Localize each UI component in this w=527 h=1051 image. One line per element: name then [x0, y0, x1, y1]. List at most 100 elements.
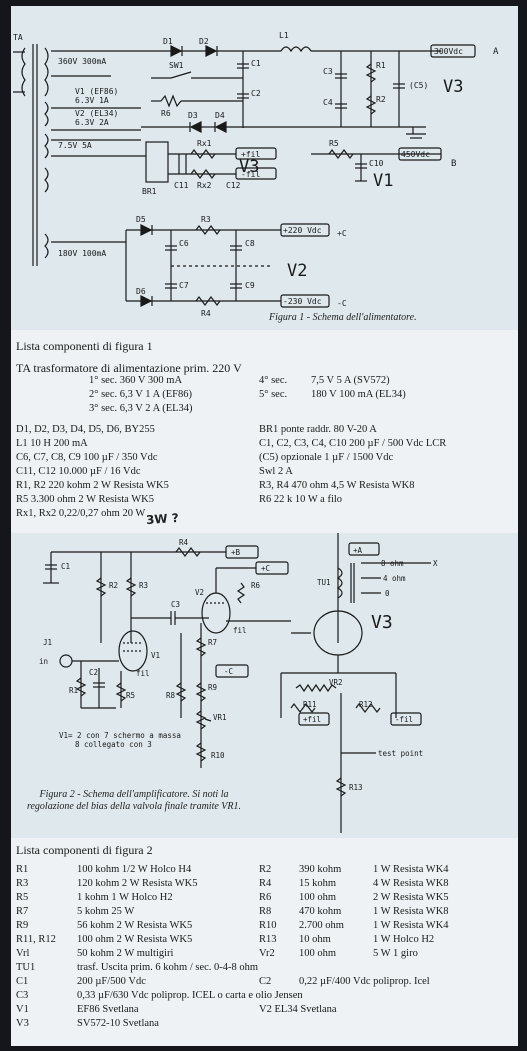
list-2-desc: 5 W 1 giro: [373, 948, 418, 959]
power-supply-schematic: TA L1 D1 D2 SW1 C1 C2 R6 D3 D4 C3 C4 R1 …: [13, 31, 499, 318]
figure-1-caption: Figura 1 - Schema dell'alimentatore.: [269, 312, 417, 323]
label-ta: TA: [13, 33, 23, 42]
label-r1: R1: [376, 61, 386, 70]
list-2-desc: SV572-10 Svetlana: [77, 1018, 159, 1029]
list-2-code: R7: [16, 906, 29, 917]
label-note1: V1= 2 con 7 schermo a massa: [59, 731, 181, 740]
list-1-title: Lista componenti di figura 1: [16, 339, 153, 353]
list-1-sec-c: 180 V 100 mA (EL34): [311, 389, 406, 400]
input-jack-j1: [59, 654, 73, 668]
label-c10: C10: [369, 159, 384, 168]
label-d4: D4: [215, 111, 225, 120]
resistor-r7: [195, 637, 207, 657]
list-2-code: R4: [259, 878, 272, 889]
list-2-code: R3: [16, 878, 29, 889]
list-1-row-left: L1 10 H 200 mA: [16, 438, 88, 449]
list-2-desc: V2 EL34 Svetlana: [259, 1004, 337, 1015]
label-vr1: VR1: [213, 713, 227, 722]
resistor-r1: [365, 63, 377, 83]
label-r3: R3: [201, 215, 211, 224]
figure-2-panel: R4 +B C1 R2 R3 C3 V2 R6 +C fil J1 in V1 …: [11, 533, 518, 838]
list-2-value: 2.700 ohm: [299, 920, 344, 931]
list-1-sec-a: 1° sec. 360 V 300 mA: [89, 375, 183, 386]
list-1-row-right: BR1 ponte raddr. 80 V-20 A: [259, 424, 377, 435]
list-1-row-right: R3, R4 470 ohm 4,5 W Resista WK8: [259, 480, 415, 491]
list-2-desc: 50 kohm 2 W multigiri: [77, 948, 174, 959]
label-c3: C3: [323, 67, 333, 76]
label-test: test point: [378, 749, 423, 758]
label-c12: C12: [226, 181, 241, 190]
list-2-value: 470 kohm: [299, 906, 342, 917]
resistor-rx2: [190, 169, 216, 179]
list-2-desc: 200 µF/500 Vdc: [77, 976, 146, 987]
resistor-r9: [195, 682, 207, 702]
list-2-code: R6: [259, 892, 272, 903]
label-mc: -C: [337, 299, 347, 308]
list-2-desc: 0,22 µF/400 Vdc poliprop. Icel: [299, 976, 430, 987]
list-2-desc: 1 W Resista WK8: [373, 906, 449, 917]
label-v3: V3: [443, 77, 463, 97]
list-1-sec-c: 7,5 V 5 A (SV572): [311, 375, 390, 386]
list-1-ta-line: TA trasformatore di alimentazione prim. …: [16, 361, 242, 375]
list-2-code: R5: [16, 892, 29, 903]
list-2-desc: 1 W Resista WK4: [373, 920, 449, 931]
label-c2: C2: [89, 668, 98, 677]
label-c3: C3: [171, 600, 180, 609]
potentiometer-vr2: [295, 683, 337, 693]
label-c7: C7: [179, 281, 189, 290]
label-fil-v2: fil: [233, 626, 247, 635]
label-sec3b: 6.3V 2A: [75, 118, 109, 127]
label-c1: C1: [251, 59, 261, 68]
label-r10: R10: [211, 751, 225, 760]
label-r6: R6: [251, 581, 261, 590]
list-2-desc: 4 W Resista WK8: [373, 878, 449, 889]
label-rx2: Rx2: [197, 181, 212, 190]
label-fil1: +fil: [241, 150, 260, 159]
list-1-row-right: C1, C2, C3, C4, C10 200 µF / 500 Vdc LCR: [259, 438, 447, 449]
list-2-code: R2: [259, 864, 272, 875]
label-r12: R12: [359, 700, 373, 709]
label-r4: R4: [201, 309, 211, 318]
label-r2: R2: [376, 95, 386, 104]
list-2-code: C2: [259, 976, 272, 987]
list-2-title: Lista componenti di figura 2: [16, 843, 153, 857]
label-r9: R9: [208, 683, 217, 692]
figure-2-caption: Figura 2 - Schema dell'amplificatore. Si…: [26, 789, 242, 812]
label-x: X: [433, 559, 438, 568]
label-v1: V1: [151, 651, 160, 660]
resistor-r3: [195, 225, 221, 235]
list-2-code: Vrl: [16, 948, 30, 959]
resistor-r2: [365, 95, 377, 115]
list-2-code: R8: [259, 906, 272, 917]
label-v3-fil: V3: [239, 157, 259, 177]
list-2-value: 10 ohm: [299, 934, 331, 945]
label-r4: R4: [179, 538, 189, 547]
list-2-code: R9: [16, 920, 29, 931]
list-1-row-left: R1, R2 220 kohm 2 W Resista WK5: [16, 480, 169, 491]
resistor-r11: [290, 703, 316, 713]
figure-1-panel: TA L1 D1 D2 SW1 C1 C2 R6 D3 D4 C3 C4 R1 …: [11, 6, 518, 330]
label-r6: R6: [161, 109, 171, 118]
label-d5: D5: [136, 215, 146, 224]
label-c9: C9: [245, 281, 255, 290]
list-1-row-left: C6, C7, C8, C9 100 µF / 350 Vdc: [16, 452, 158, 463]
list-2-code: R1: [16, 864, 29, 875]
list-1-row-left: D1, D2, D3, D4, D5, D6, BY255: [16, 424, 155, 435]
label-r7: R7: [208, 638, 217, 647]
label-r1: R1: [69, 686, 78, 695]
resistor-r13: [335, 777, 347, 797]
label-r2: R2: [109, 581, 118, 590]
label-ohm8: 8 ohm: [381, 559, 404, 568]
label-c5: (C5): [409, 81, 428, 90]
list-2-code: TU1: [16, 962, 36, 973]
label-out-a: 300Vdc: [434, 47, 463, 56]
resistor-r5: [328, 149, 354, 159]
list-2-desc: 1 W Holco H2: [373, 934, 435, 945]
list-2-code: R11, R12: [16, 934, 56, 945]
label-v1: V1: [373, 171, 393, 191]
label-v3: V3: [371, 612, 393, 633]
list-2-value: 100 ohm: [299, 948, 337, 959]
list-1-sec-b: 4° sec.: [259, 375, 288, 386]
list-1-sec-b: 5° sec.: [259, 389, 288, 400]
label-br1: BR1: [142, 187, 157, 196]
